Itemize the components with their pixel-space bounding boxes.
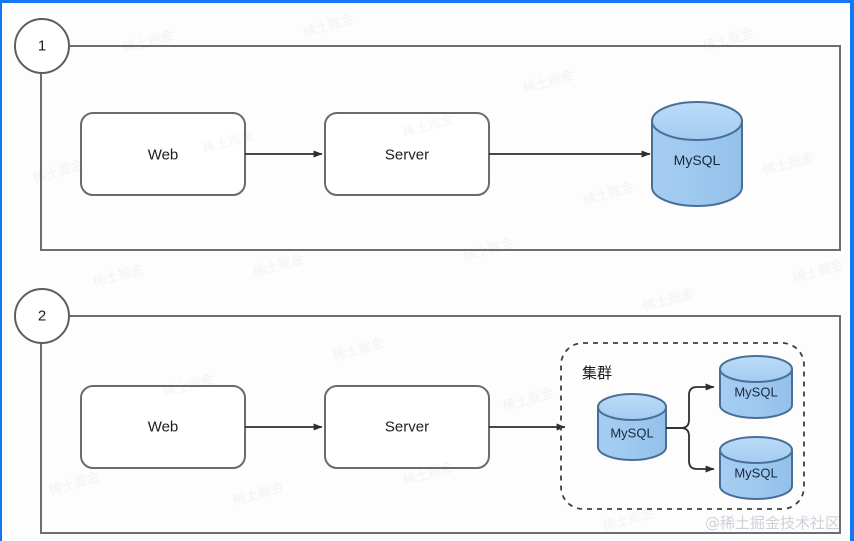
web-node-1-label: Web — [148, 147, 179, 164]
mysql-slave-2-top — [719, 436, 793, 464]
section-1-badge-label: 1 — [38, 38, 46, 55]
section-2-badge-label: 2 — [38, 308, 46, 325]
section-2-frame-outline — [40, 315, 841, 534]
mysql-slave-2-label: MySQL — [734, 466, 777, 481]
server-node-1-label: Server — [385, 147, 429, 164]
server-node-2[interactable]: Server — [324, 385, 490, 469]
corner-watermark: @稀土掘金技术社区 — [704, 514, 840, 532]
architecture-diagram: 1 Web Server MySQL 2 — [14, 18, 841, 534]
section-1-badge-circle — [14, 18, 70, 74]
mysql-node-1-top — [651, 101, 743, 141]
server-node-1[interactable]: Server — [324, 112, 490, 196]
mysql-node-1-body — [651, 120, 743, 207]
edge-master-to-slave1 — [666, 383, 715, 429]
web-node-2-label: Web — [148, 419, 179, 436]
mysql-master-top — [597, 393, 667, 421]
mysql-master-body — [597, 406, 667, 461]
mysql-slave-1-node[interactable]: MySQL — [719, 355, 793, 419]
mysql-node-1-label: MySQL — [674, 152, 721, 168]
mysql-slave-1-label: MySQL — [734, 385, 777, 400]
section-1-frame: 1 — [14, 18, 841, 251]
mysql-slave-2-node[interactable]: MySQL — [719, 436, 793, 500]
section-2-badge-circle — [14, 288, 70, 344]
web-node-1[interactable]: Web — [80, 112, 246, 196]
mysql-master-label: MySQL — [610, 426, 653, 441]
server-node-2-label: Server — [385, 419, 429, 436]
mysql-node-1[interactable]: MySQL — [651, 101, 743, 207]
cluster-group-label: 集群 — [582, 364, 612, 382]
cluster-group-border — [560, 342, 805, 510]
cluster-group[interactable]: 集群 — [560, 342, 805, 510]
mysql-slave-1-top — [719, 355, 793, 383]
edge-master-to-slave2 — [666, 427, 715, 473]
section-1-frame-outline — [40, 45, 841, 251]
mysql-master-node[interactable]: MySQL — [597, 393, 667, 461]
web-node-2[interactable]: Web — [80, 385, 246, 469]
section-2-frame: 2 — [14, 288, 841, 534]
